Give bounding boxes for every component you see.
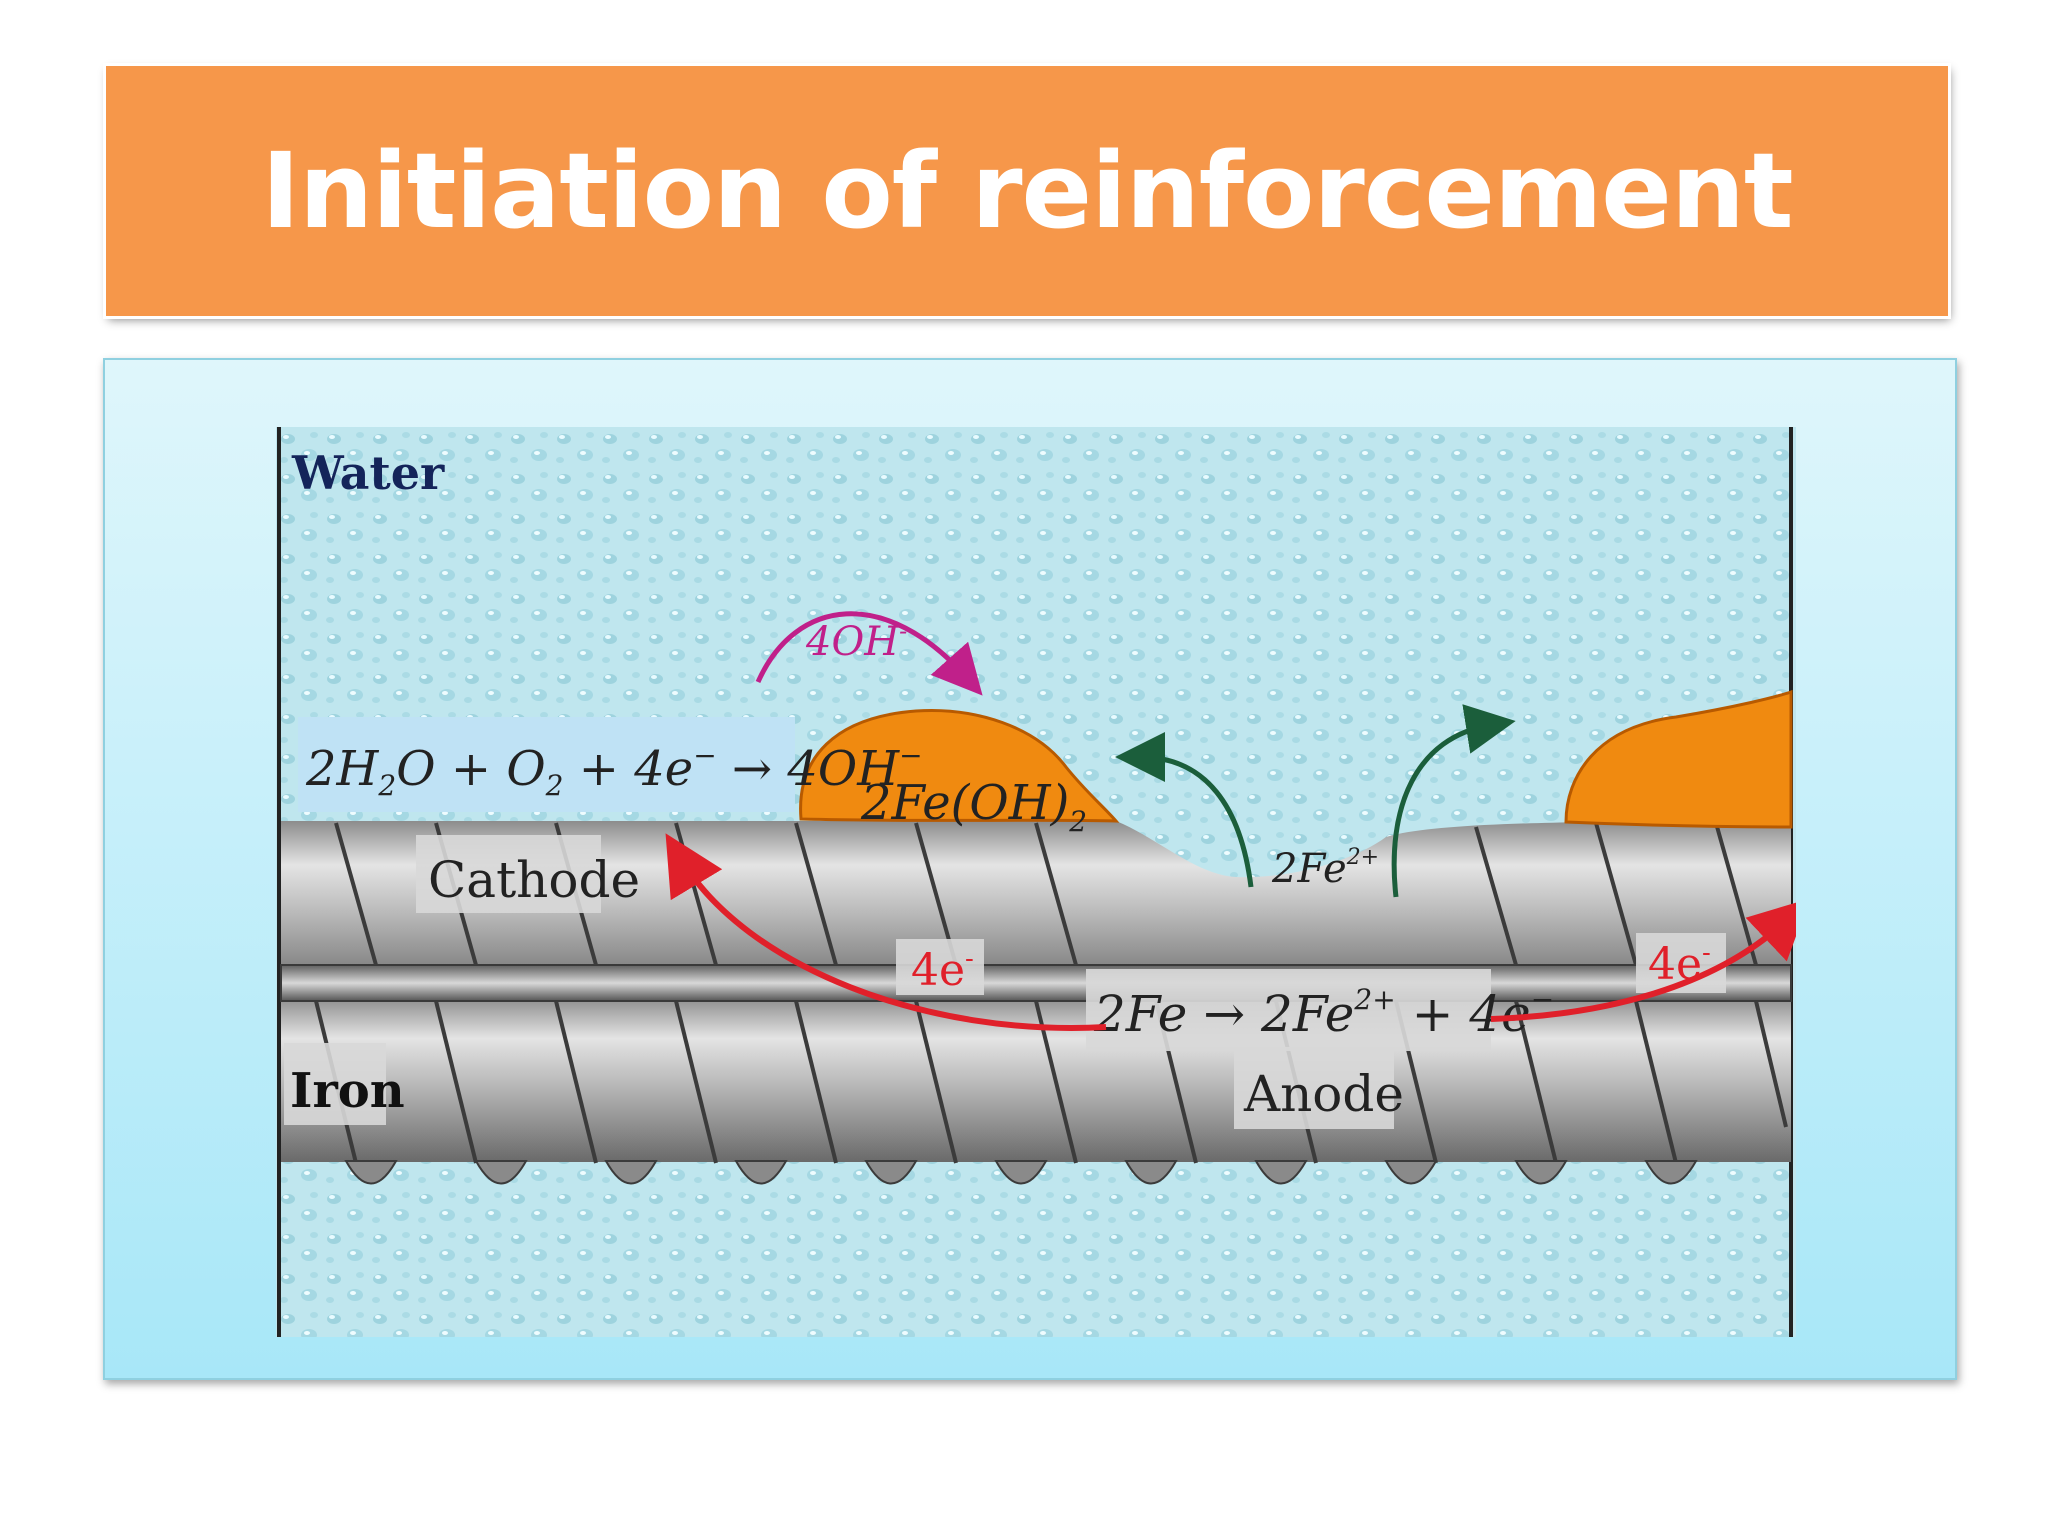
water-label: Water — [291, 446, 445, 500]
ferrous-ion-label: 2Fe2+ — [1271, 845, 1379, 892]
iron-label: Iron — [290, 1063, 405, 1119]
rust-deposit-right — [1564, 689, 1793, 829]
corrosion-diagram-svg: 2H2O + O2 + 4e− → 4OH− Cathode Iron Anod… — [276, 427, 1796, 1337]
rebar-core-rod — [280, 964, 1792, 1002]
hydroxide-arrow — [755, 611, 983, 696]
slide-title: Initiation of reinforcement — [261, 130, 1793, 252]
hydroxide-label: 4OH- — [805, 617, 907, 665]
rust-deposit-left — [799, 709, 1120, 823]
ferrous-ion-arrow-right — [1391, 704, 1516, 898]
cathode-equation-box — [298, 717, 795, 812]
cathode-equation: 2H2O + O2 + 4e− → 4OH− — [305, 739, 923, 802]
ferrous-ion-arrow-left — [1115, 732, 1254, 888]
rebar-rib-bumps — [344, 1160, 1698, 1185]
cathode-label-box — [416, 835, 601, 913]
electrons-left-label: 4e- — [911, 944, 974, 996]
anode-label: Anode — [1243, 1065, 1404, 1123]
electron-flow-arrow-right — [1490, 898, 1796, 1022]
rust-label: 2Fe(OH)2 — [860, 775, 1087, 838]
cathode-label: Cathode — [428, 851, 640, 909]
rebar-lower — [281, 997, 1791, 1162]
anode-equation-box — [1086, 969, 1491, 1051]
anode-label-box — [1234, 1047, 1394, 1129]
electron-flow-arrow-left — [665, 833, 1107, 1031]
corrosion-diagram: 2H2O + O2 + 4e− → 4OH− Cathode Iron Anod… — [276, 427, 1796, 1337]
iron-label-box — [284, 1043, 386, 1125]
electrons-left-box — [896, 939, 984, 995]
rebar-body — [281, 821, 1791, 997]
title-bar: Initiation of reinforcement — [106, 66, 1948, 316]
anode-equation: 2Fe → 2Fe2+ + 4e− — [1093, 983, 1554, 1043]
